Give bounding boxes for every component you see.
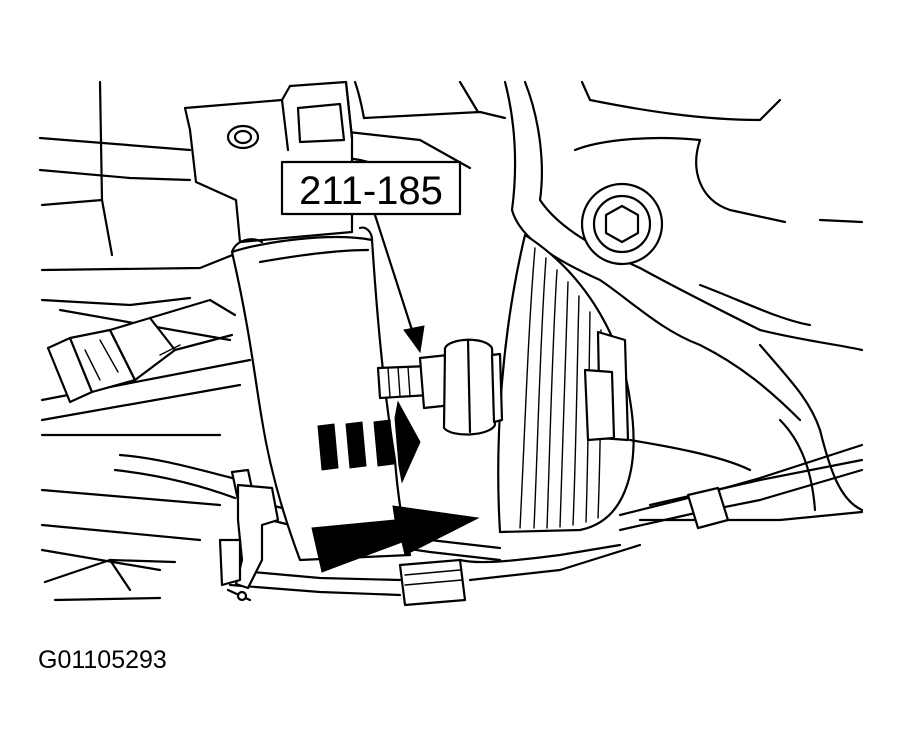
line-clip-bracket xyxy=(218,483,280,602)
pan-bolt xyxy=(580,182,664,266)
solid-motion-arrow xyxy=(311,505,480,573)
bottom-bracket xyxy=(398,558,467,607)
electrical-connector xyxy=(46,298,237,404)
dashed-motion-arrow xyxy=(317,400,421,484)
callout-leader xyxy=(373,213,425,354)
engine-background-lines xyxy=(38,80,507,602)
crankshaft-pulley xyxy=(497,233,635,534)
lower-lines xyxy=(458,438,864,582)
tool-callout: 211-185 xyxy=(280,160,462,216)
tool-number-label: 211-185 xyxy=(299,169,443,213)
figure-id: G01105293 xyxy=(38,646,167,674)
tool-211-185 xyxy=(376,338,504,436)
oil-pan-housing xyxy=(503,80,864,512)
